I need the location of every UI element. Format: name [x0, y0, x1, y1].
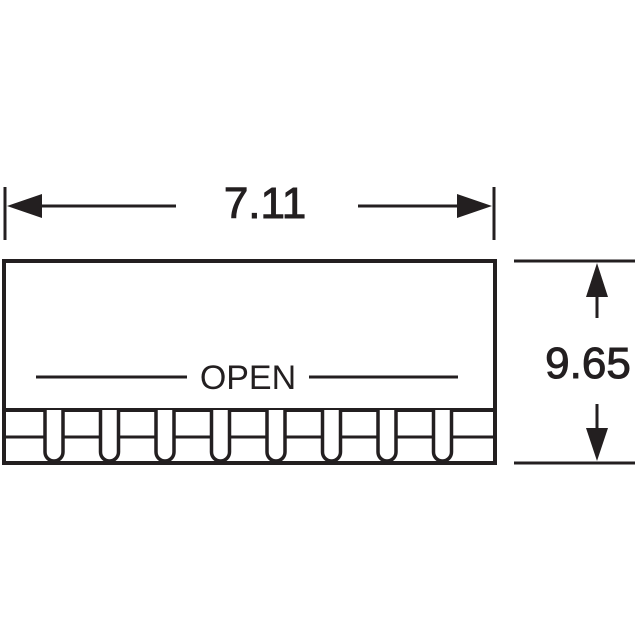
height-dimension-label: 9.65	[545, 339, 631, 388]
pin-4	[209, 410, 232, 463]
pin-3	[154, 410, 176, 463]
width-dimension: 7.11	[3, 179, 496, 240]
pin-strip	[6, 408, 493, 463]
pin-7	[376, 410, 398, 463]
height-dimension: 9.65	[514, 259, 635, 465]
component-outline	[2, 259, 497, 465]
width-arrowhead-right	[457, 194, 492, 218]
component-body: OPEN	[2, 259, 497, 465]
pin-2	[98, 410, 121, 463]
height-arrowhead-bottom	[586, 428, 608, 461]
height-arrowhead-top	[586, 263, 608, 297]
width-arrowhead-left	[7, 194, 42, 218]
open-label: OPEN	[200, 359, 296, 397]
pin-6	[320, 410, 343, 463]
pin-5	[265, 410, 287, 463]
pin-8	[431, 410, 454, 463]
pin-1	[43, 410, 65, 463]
width-dimension-label: 7.11	[224, 179, 306, 228]
